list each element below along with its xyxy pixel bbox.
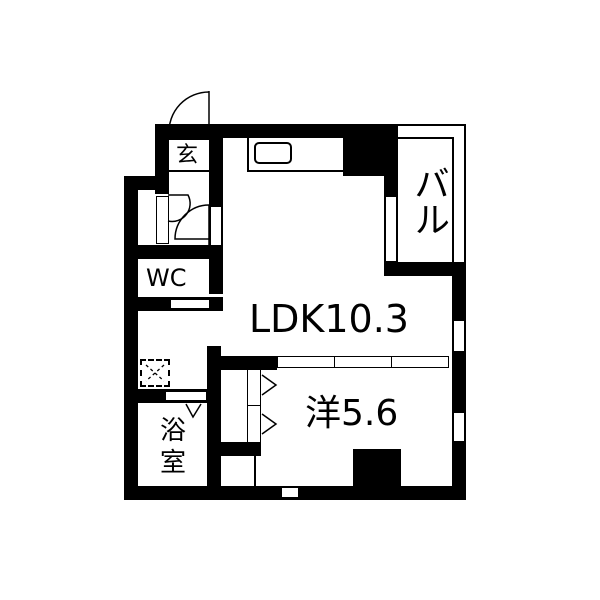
genkan-step-top: [169, 138, 209, 140]
bath-door-arrow-icon: [185, 403, 202, 419]
room-label-bath-2: 室: [160, 448, 187, 478]
sliding-door-3: [391, 356, 449, 368]
genkan-step-bottom: [169, 170, 209, 172]
entrance-door-icon: [168, 91, 210, 136]
washing-machine-icon: [140, 359, 170, 387]
sliding-door-1: [277, 356, 335, 368]
wall-right: [452, 262, 466, 500]
wall-balcony-bottom: [384, 262, 466, 276]
window-balcony: [385, 196, 397, 262]
window-bottom: [281, 487, 299, 498]
closet-door-2: [247, 405, 261, 443]
wall-center-vertical: [207, 346, 221, 500]
bath-door: [165, 391, 207, 401]
sink-icon: [254, 142, 292, 164]
kitchen-counter-bottom: [247, 170, 343, 172]
shoe-closet: [156, 196, 169, 244]
wc-door-icon: [174, 204, 210, 247]
window-ldk-left: [210, 206, 222, 246]
closet-arrow-1-icon: [261, 374, 278, 396]
window-right-western: [453, 412, 465, 442]
wall-wc-top: [124, 245, 223, 259]
room-label-ldk: LDK10.3: [249, 297, 409, 341]
wc-door: [170, 299, 210, 309]
closet-arrow-2-icon: [261, 413, 278, 435]
room-label-wc: WC: [146, 264, 187, 292]
washing-machine-cross-icon: [145, 364, 165, 382]
balcony-inner-right: [452, 137, 454, 263]
wall-left: [124, 176, 138, 500]
room-label-genkan: 玄: [176, 143, 199, 168]
closet-door-1: [247, 369, 261, 407]
balcony-inner-top: [398, 137, 454, 139]
wall-western-top: [207, 356, 277, 370]
balcony-outer-top: [398, 124, 466, 126]
pillar-western: [353, 449, 401, 489]
room-label-balcony: バル: [408, 165, 449, 237]
closet-bottom-wall: [207, 442, 261, 456]
balcony-outer-right: [464, 124, 466, 264]
sliding-door-2: [334, 356, 392, 368]
closet-lower-line: [254, 456, 256, 486]
kitchen-counter-left: [247, 138, 249, 172]
room-label-bath-1: 浴: [160, 416, 187, 446]
window-right-ldk: [453, 320, 465, 352]
room-label-western: 洋5.6: [305, 393, 399, 434]
